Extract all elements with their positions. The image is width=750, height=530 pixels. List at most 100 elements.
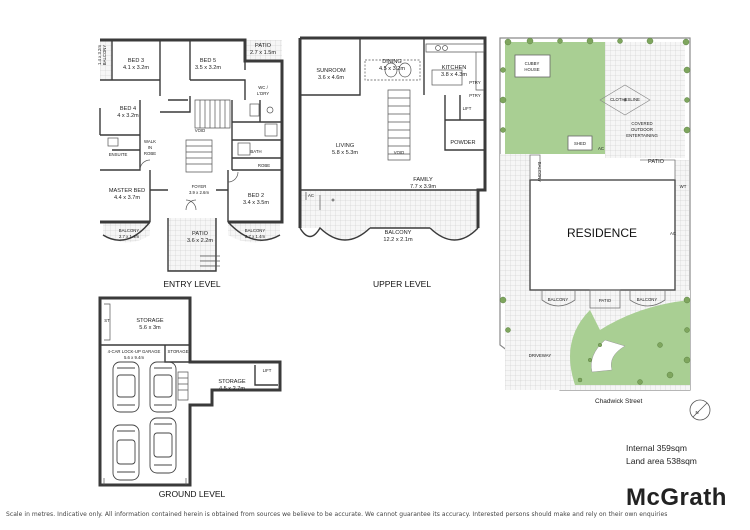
kitchen-dim: 3.8 x 4.3m	[441, 72, 467, 78]
disclaimer-text: Scale in metres. Indicative only. All in…	[6, 511, 668, 518]
shrub-icons	[499, 37, 691, 385]
balcony-front-right-label: BALCONY	[637, 297, 658, 302]
mcgrath-logo: McGrath	[626, 484, 727, 511]
garage-label: 4-CAR LOCK-UP GARAGE	[108, 349, 161, 354]
balcony-bed2-label: BALCONY	[245, 228, 266, 233]
bed2-dim: 3.4 x 3.5m	[243, 200, 269, 206]
powder-label: POWDER	[450, 140, 475, 146]
patio-top-label: PATIO	[255, 43, 272, 49]
kitchen-label: KITCHEN	[442, 65, 467, 71]
living-dim: 5.8 x 5.3m	[332, 150, 358, 156]
bed5-label: BED 5	[200, 58, 216, 64]
driveway-label: DRIVEWAY	[529, 353, 552, 358]
residence-label: RESIDENCE	[567, 226, 637, 240]
upper-level-title: UPPER LEVEL	[373, 279, 431, 289]
balcony-side-label: BALCONY	[537, 162, 542, 183]
living-label: LIVING	[336, 143, 354, 149]
covered-label-3: ENTERTAINING	[626, 133, 658, 138]
car-icon	[149, 361, 177, 413]
internal-area: Internal 359sqm	[626, 443, 687, 453]
cubby-label-2: HOUSE	[524, 67, 539, 72]
ldry-label: L'DRY	[257, 91, 269, 96]
ac1-label: AC	[598, 146, 604, 151]
balcony-left-label: BALCONY	[102, 45, 107, 66]
void-entry-label: VOID	[195, 128, 206, 133]
ground-level-plan	[98, 296, 282, 487]
car-icon	[149, 417, 177, 474]
dining-dim: 4.5 x 3.2m	[379, 66, 405, 72]
shed-label: SHED	[574, 141, 586, 146]
garage-dim: 5.6 x 9.4m	[124, 355, 144, 360]
upper-level-plan	[298, 36, 487, 241]
foyer-dim: 3.9 x 2.6m	[189, 190, 209, 195]
storage-top-label: STORAGE	[136, 318, 164, 324]
clothesline-label: CLOTHESLINE	[610, 97, 640, 102]
ac2-label: AC	[670, 231, 676, 236]
storage-right-dim: 4.5 x 2.7m	[219, 386, 245, 392]
car-icons	[112, 361, 177, 481]
balcony-front-left-label: BALCONY	[548, 297, 569, 302]
balcony-master-dim: 2.7 x 1.4m	[119, 234, 139, 239]
walk-in-robe-label-1: WALK	[144, 139, 156, 144]
car-icon	[112, 424, 140, 481]
bed4-dim: 4 x 3.2m	[117, 113, 139, 119]
void-upper-label: VOID	[394, 150, 405, 155]
entry-level-plan	[99, 38, 284, 272]
ground-level-labels: ST STORAGE 5.6 x 3m 4-CAR LOCK-UP GARAGE…	[104, 318, 272, 499]
balcony-bed2-dim: 2.7 x 1.4m	[245, 234, 265, 239]
ensuite-label: ENSUITE	[109, 152, 128, 157]
bed5-dim: 3.5 x 3.2m	[195, 65, 221, 71]
ground-level-title: GROUND LEVEL	[159, 489, 226, 499]
dining-label: DINING	[382, 59, 402, 65]
patio-back-label: PATIO	[648, 159, 665, 165]
bath-label: BATH	[250, 149, 261, 154]
cubby-label-1: CUBBY	[525, 61, 540, 66]
north-arrow-icon: N	[689, 399, 711, 421]
north-label: N	[695, 410, 698, 415]
upper-level-labels: SUNROOM 3.6 x 4.6m DINING 4.5 x 3.2m KIT…	[308, 59, 481, 289]
entry-level-title: ENTRY LEVEL	[163, 279, 221, 289]
bed3-label: BED 3	[128, 58, 144, 64]
entry-level-labels: BALCONY 1.4 x 3.2m BED 3 4.1 x 3.2m BED …	[97, 43, 276, 289]
storage-right-label: STORAGE	[218, 379, 246, 385]
ac-upper-label: AC	[308, 193, 314, 198]
patio-entry-dim: 3.6 x 2.2m	[187, 238, 213, 244]
lift-ground-label: LIFT	[263, 368, 272, 373]
balcony-left-dim: 1.4 x 3.2m	[97, 45, 102, 65]
walk-in-robe-label-3: ROBE	[144, 151, 156, 156]
robe-label: ROBE	[258, 163, 270, 168]
pantry-label-2: PTRY	[469, 93, 481, 98]
bed4-label: BED 4	[120, 106, 136, 112]
patio-entry-label: PATIO	[192, 231, 209, 237]
pantry-label: PTRY	[469, 80, 481, 85]
lift-upper-label: LIFT	[463, 106, 472, 111]
walk-in-robe-label-2: IN	[148, 145, 152, 150]
balcony-master-label: BALCONY	[119, 228, 140, 233]
storage-top-dim: 5.6 x 3m	[139, 325, 161, 331]
balcony-upper-label: BALCONY	[385, 230, 412, 236]
sunroom-dim: 3.6 x 4.6m	[318, 75, 344, 81]
covered-label-1: COVERED	[631, 121, 652, 126]
wt-label: WT	[680, 184, 687, 189]
family-label: FAMILY	[413, 177, 433, 183]
bed2-label: BED 2	[248, 193, 264, 199]
covered-label-2: OUTDOOR	[631, 127, 653, 132]
st-label: ST	[104, 318, 110, 323]
storage-small-label: STORAGE	[168, 349, 189, 354]
car-icon	[112, 361, 140, 413]
patio-top-dim: 2.7 x 1.5m	[250, 50, 276, 56]
sunroom-label: SUNROOM	[316, 68, 346, 74]
land-area: Land area 538sqm	[626, 456, 697, 466]
street-label: Chadwick Street	[595, 398, 643, 405]
bed3-dim: 4.1 x 3.2m	[123, 65, 149, 71]
master-bed-label: MASTER BED	[109, 188, 145, 194]
balcony-upper-dim: 12.2 x 2.1m	[383, 237, 413, 243]
wc-label: WC /	[258, 85, 268, 90]
foyer-label: FOYER	[192, 184, 207, 189]
site-plan	[499, 37, 691, 391]
master-bed-dim: 4.4 x 3.7m	[114, 195, 140, 201]
site-plan-labels: CUBBY HOUSE CLOTHESLINE COVERED OUTDOOR …	[524, 61, 711, 421]
family-dim: 7.7 x 3.9m	[410, 184, 436, 190]
patio-front-label: PATIO	[599, 298, 612, 303]
